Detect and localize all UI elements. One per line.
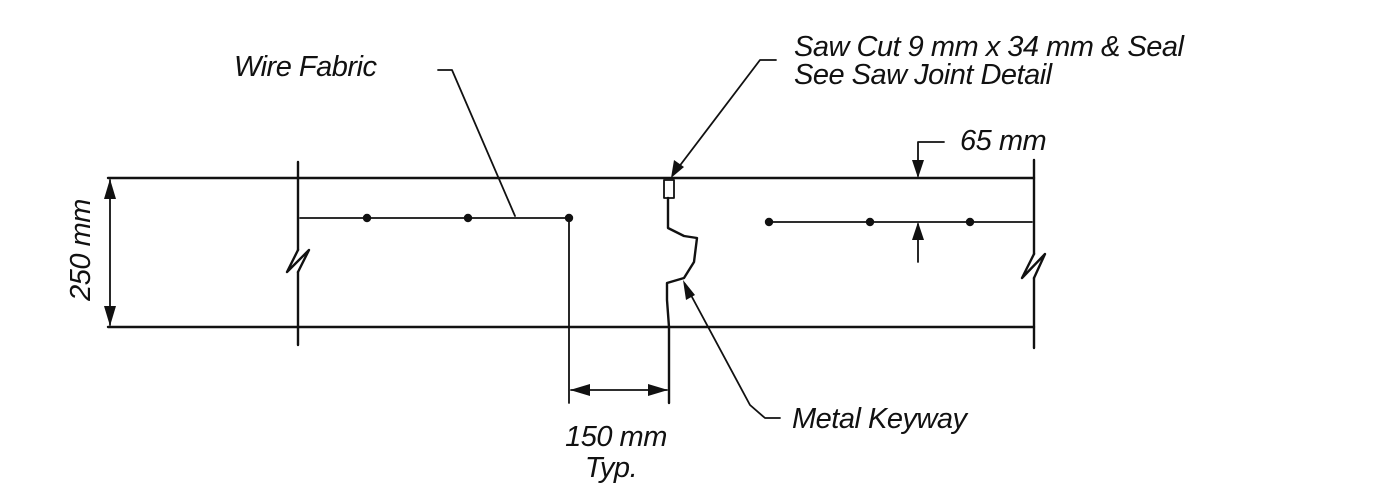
wire-fabric-label: Wire Fabric — [234, 51, 377, 83]
saw-cut-label-line1: Saw Cut 9 mm x 34 mm & Seal — [794, 31, 1185, 63]
right-break-line — [1020, 158, 1047, 350]
thickness-dimension-label: 250 mm — [65, 199, 97, 302]
wire-dot — [362, 213, 372, 223]
cover-dimension-label: 65 mm — [960, 125, 1046, 157]
metal-keyway-label: Metal Keyway — [792, 403, 969, 435]
wire-fabric-left — [299, 213, 574, 223]
cover-dimension — [912, 141, 945, 263]
wire-dot — [463, 213, 473, 223]
spacing-dimension — [568, 221, 668, 404]
saw-cut-label-line2: See Saw Joint Detail — [794, 59, 1054, 91]
spacing-typ-label: Typ. — [585, 452, 637, 484]
wire-dot — [764, 217, 774, 227]
spacing-dimension-label: 150 mm — [565, 421, 667, 453]
wire-fabric-leader — [437, 69, 516, 217]
metal-keyway-leader — [683, 280, 781, 419]
wire-dot — [965, 217, 975, 227]
wire-dot — [865, 217, 875, 227]
saw-cut-leader — [671, 59, 777, 178]
thickness-dimension — [104, 179, 116, 326]
metal-keyway-profile — [665, 196, 699, 405]
saw-cut-groove — [663, 179, 675, 199]
wire-dot — [564, 213, 574, 223]
wire-fabric-right — [764, 217, 1033, 227]
left-break-line — [285, 160, 311, 347]
